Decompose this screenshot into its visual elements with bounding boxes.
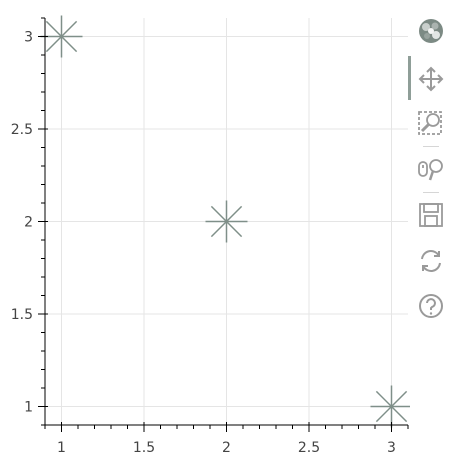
save-tool[interactable] <box>416 200 446 230</box>
y-tick-label: 1.5 <box>11 307 33 323</box>
grid-lines <box>45 18 408 425</box>
axes <box>38 17 409 432</box>
x-tick-label: 2 <box>222 440 231 456</box>
reset-icon <box>421 250 441 272</box>
pan-icon <box>418 66 444 92</box>
box-zoom-tool[interactable] <box>416 108 446 138</box>
save-icon <box>419 203 443 227</box>
wheel-zoom-tool[interactable] <box>416 154 446 184</box>
pan-tool[interactable] <box>416 64 446 94</box>
toolbar-divider <box>423 146 439 147</box>
wheel-zoom-icon <box>418 159 443 181</box>
x-tick-label: 1.5 <box>133 440 155 456</box>
bokeh-logo-icon <box>419 19 443 43</box>
asterisk-marker <box>205 200 248 243</box>
asterisk-marker <box>370 385 410 428</box>
help-icon <box>419 294 443 318</box>
toolbar <box>408 14 451 334</box>
tick-labels: 1 1.5 2 2.5 3 1 1.5 2 2.5 3 <box>11 30 396 457</box>
y-tick-label: 2.5 <box>11 122 33 138</box>
reset-tool[interactable] <box>416 246 446 276</box>
x-tick-label: 2.5 <box>298 440 320 456</box>
x-tick-label: 1 <box>57 440 66 456</box>
toolbar-divider <box>423 192 439 193</box>
box-zoom-icon <box>418 111 442 135</box>
y-tick-label: 3 <box>24 30 33 46</box>
bokeh-logo[interactable] <box>416 16 446 46</box>
scatter-plot: 1 1.5 2 2.5 3 1 1.5 2 2.5 3 <box>11 15 410 457</box>
help-tool[interactable] <box>416 291 446 321</box>
y-tick-label: 2 <box>24 215 33 231</box>
x-tick-label: 3 <box>387 440 396 456</box>
active-tool-indicator <box>408 56 411 100</box>
y-tick-label: 1 <box>24 400 33 416</box>
